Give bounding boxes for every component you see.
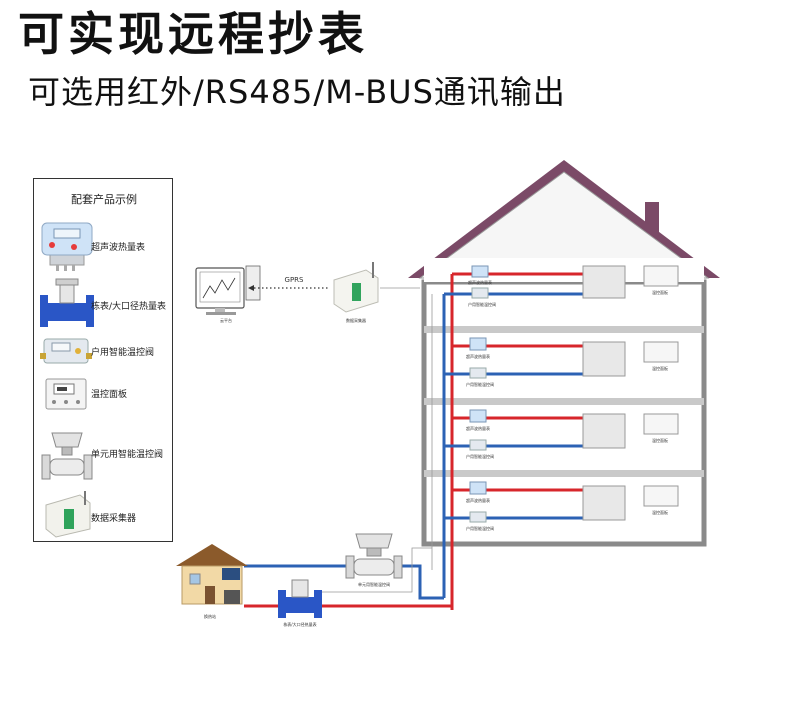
svg-text:温控面板: 温控面板 <box>652 509 668 515</box>
unit-valve-icon <box>41 432 93 480</box>
svg-text:温控面板: 温控面板 <box>652 365 668 371</box>
heat-exchange-station <box>176 544 248 605</box>
gprs-label: GPRS <box>285 276 305 284</box>
svg-text:户用智能温控阀: 户用智能温控阀 <box>466 381 494 387</box>
legend-item-household-valve: 户用智能温控阀 <box>34 327 174 387</box>
return-main <box>244 564 444 600</box>
svg-text:温控面板: 温控面板 <box>652 437 668 443</box>
svg-text:户用智能温控阀: 户用智能温控阀 <box>466 453 494 459</box>
gprs-arrow <box>248 285 254 291</box>
svg-text:超声波热量表: 超声波热量表 <box>466 497 490 503</box>
data-collector-device <box>333 262 379 313</box>
legend-item-thermostat: 温控面板 <box>34 377 174 437</box>
unit-valve-device <box>345 533 403 579</box>
cloud-platform-computer <box>195 265 261 315</box>
large-diameter-meter-icon <box>40 278 94 327</box>
floor-1: 超声波热量表 户用智能温控阀 温控面板 <box>444 481 679 531</box>
floor-4: 超声波热量表 户用智能温控阀 温控面板 <box>444 265 679 307</box>
unit-valve-label: 单元用智能温控阀 <box>358 581 390 587</box>
cloud-label: 云平台 <box>220 317 232 323</box>
legend-label: 数据采集器 <box>91 514 137 524</box>
svg-text:超声波热量表: 超声波热量表 <box>468 279 492 285</box>
heat-source-label: 换热站 <box>204 613 216 619</box>
ultrasonic-heat-meter-icon <box>41 222 93 271</box>
floor-3: 超声波热量表 户用智能温控阀 温控面板 <box>444 337 679 387</box>
svg-text:户用智能温控阀: 户用智能温控阀 <box>468 301 496 307</box>
legend-item-collector: 数据采集器 <box>34 489 174 549</box>
legend-label: 户用智能温控阀 <box>91 348 155 358</box>
svg-text:温控面板: 温控面板 <box>652 289 668 295</box>
legend-item-ultrasonic-meter: 超声波热量表 <box>34 217 174 277</box>
building-meter-label: 栋表/大口径热量表 <box>283 621 316 627</box>
thermostat-panel-icon <box>45 378 87 410</box>
legend-item-large-meter: 栋表/大口径热量表 <box>34 277 174 337</box>
svg-text:超声波热量表: 超声波热量表 <box>466 425 490 431</box>
household-valve-icon <box>40 338 92 364</box>
building-meter-device <box>278 579 322 618</box>
legend-label: 栋表/大口径热量表 <box>91 302 167 312</box>
product-legend: 配套产品示例 超声波热量表 栋表/大口径热量表 <box>33 178 173 542</box>
collector-label: 数据采集器 <box>346 317 366 323</box>
page-title: 可实现远程抄表 <box>18 7 368 61</box>
legend-title: 配套产品示例 <box>71 193 137 206</box>
floor-2: 超声波热量表 户用智能温控阀 温控面板 <box>444 409 679 459</box>
data-collector-icon <box>45 491 91 538</box>
legend-item-unit-valve: 单元用智能温控阀 <box>34 431 174 491</box>
svg-text:超声波热量表: 超声波热量表 <box>466 353 490 359</box>
svg-text:户用智能温控阀: 户用智能温控阀 <box>466 525 494 531</box>
legend-label: 温控面板 <box>91 390 128 400</box>
signal-main <box>316 547 432 593</box>
legend-label: 超声波热量表 <box>91 243 146 253</box>
page-subtitle: 可选用红外/RS485/M-BUS通讯输出 <box>28 73 566 111</box>
legend-label: 单元用智能温控阀 <box>91 450 164 460</box>
